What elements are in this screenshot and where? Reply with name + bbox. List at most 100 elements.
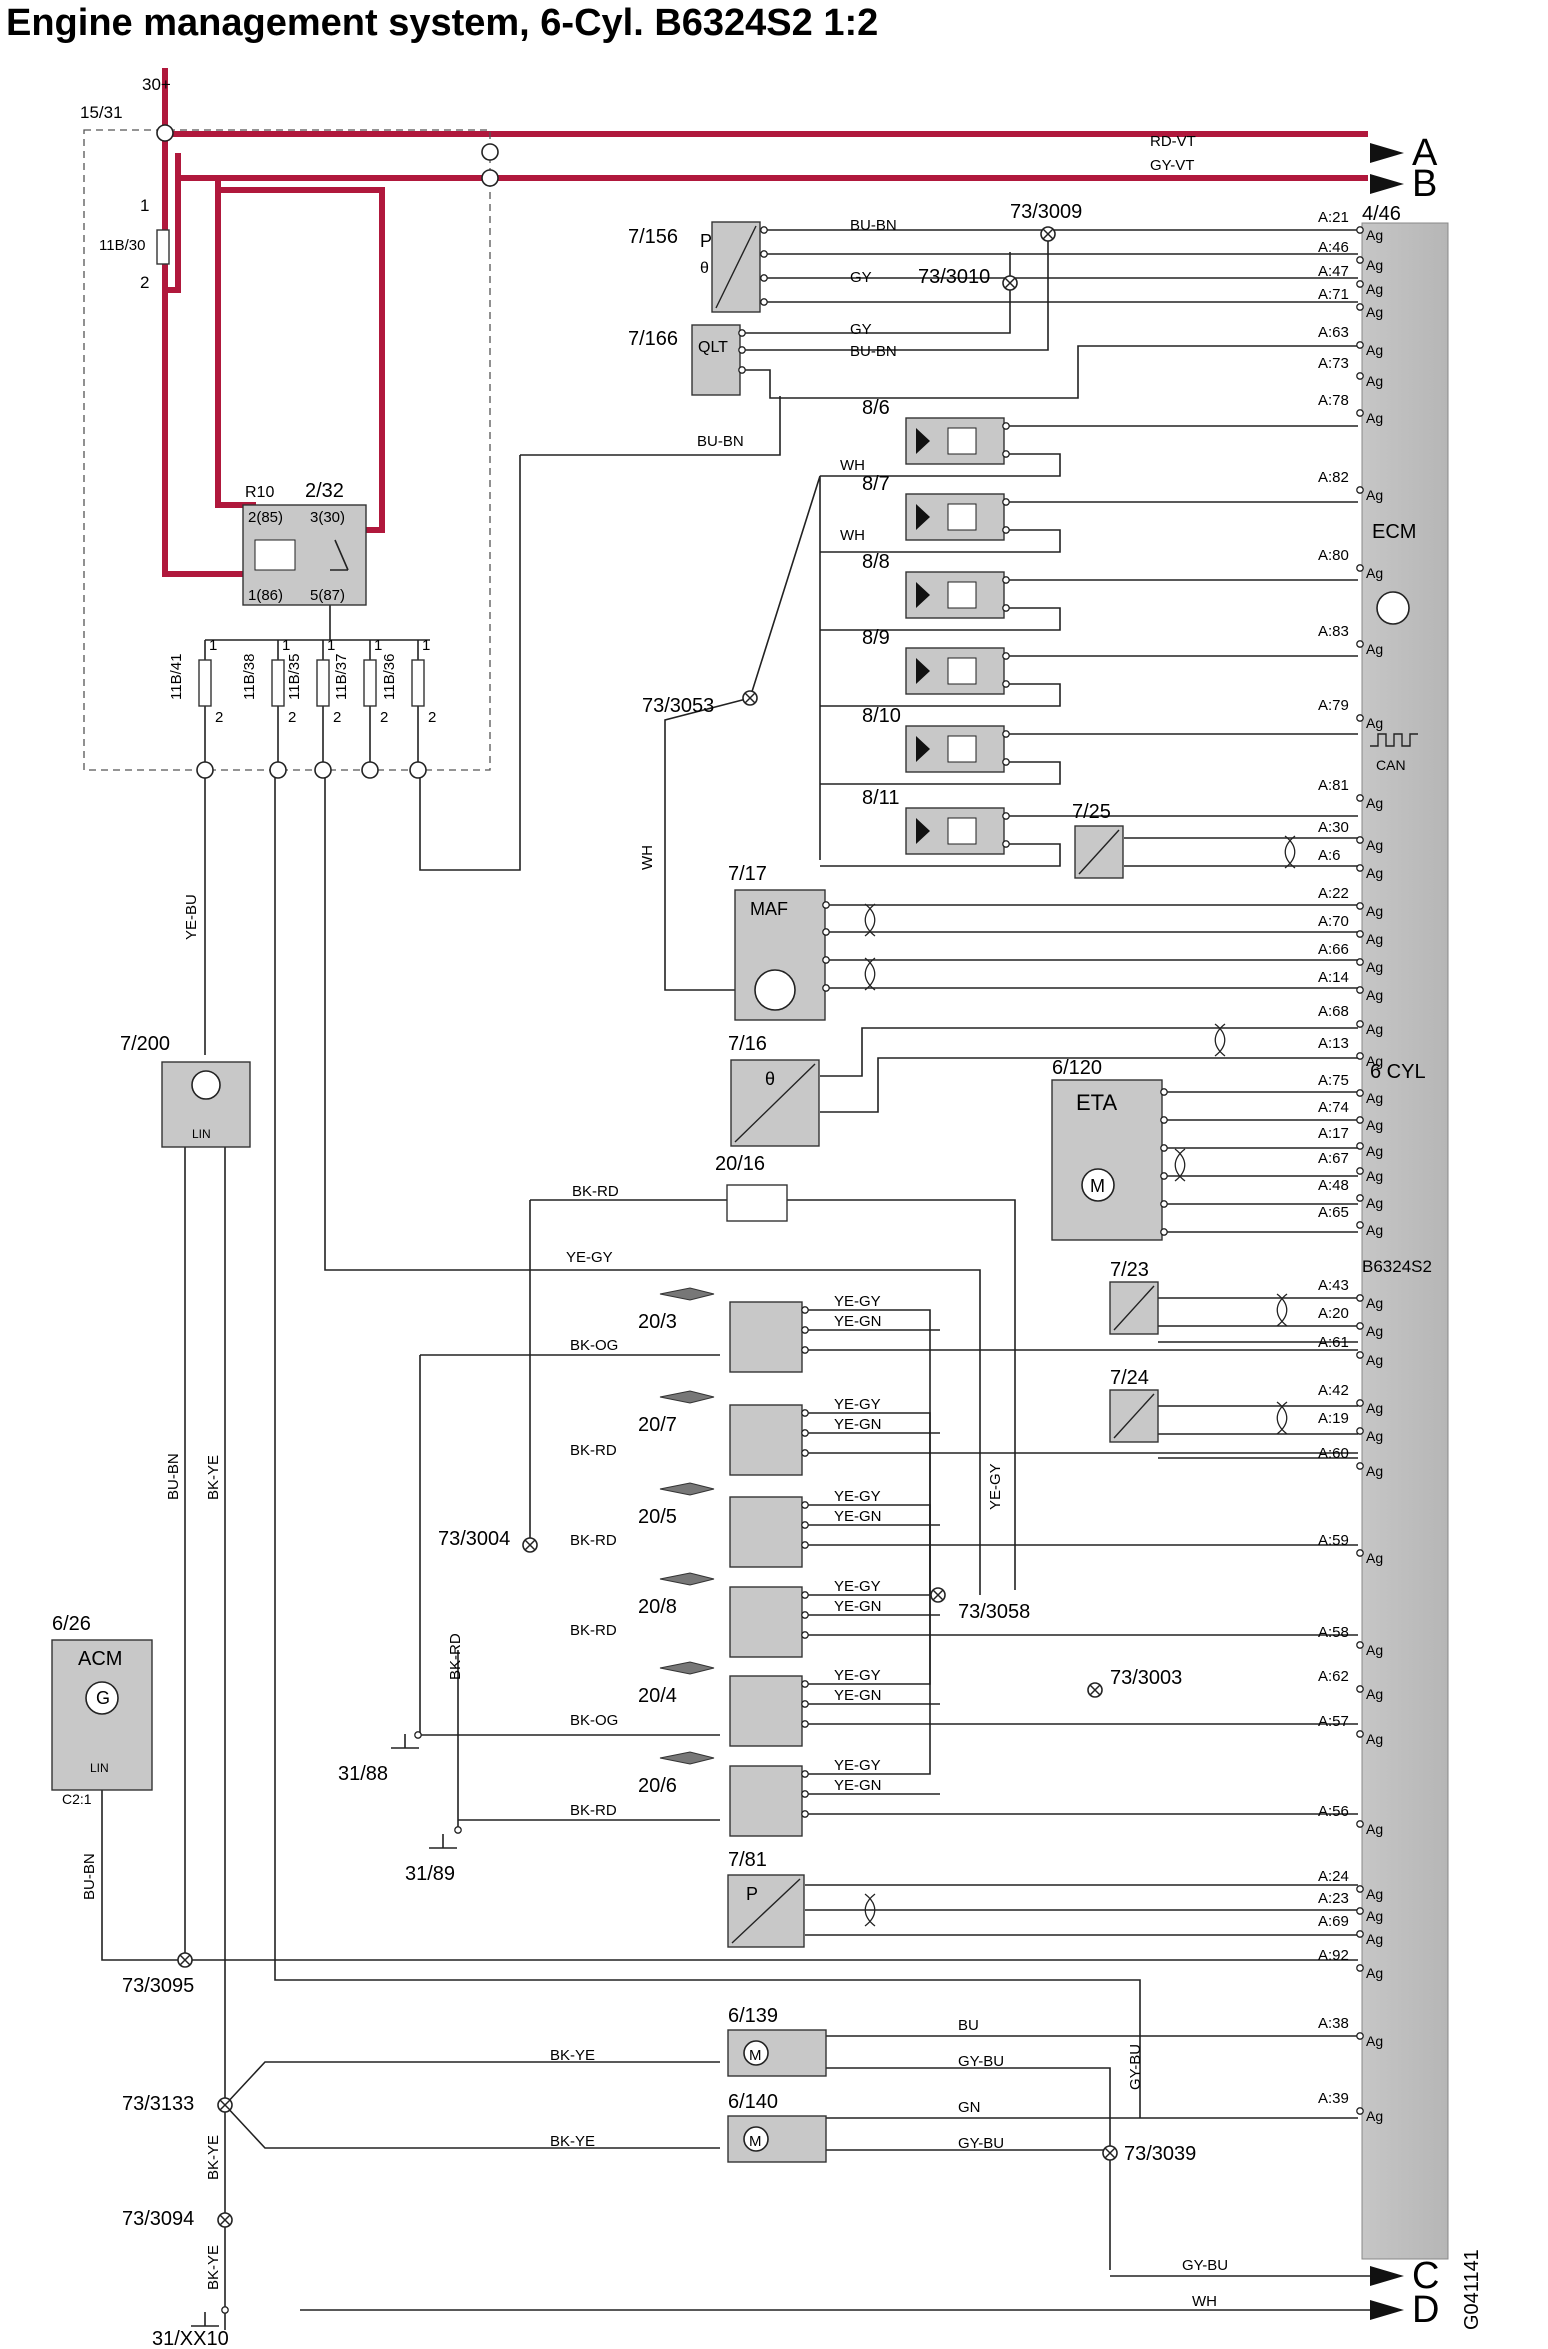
ecm-pin-terminal: [1356, 1116, 1364, 1124]
splice-3039-cross: [1104, 2147, 1116, 2159]
ecm-pin-label: A:75: [1318, 1072, 1349, 1089]
pin-terminal: [801, 1700, 809, 1708]
injector-valve-icon: [916, 658, 930, 684]
wire-7-166-1: [742, 252, 1011, 334]
ecm-ag-label: Ag: [1366, 1686, 1383, 1702]
ground-terminal: [454, 1826, 462, 1834]
ground-label: 31/XX10: [152, 2328, 229, 2349]
spark-plug-icon: [659, 1287, 715, 1301]
component-ref: 7/200: [120, 1033, 170, 1055]
fuse-terminal: [361, 761, 379, 779]
component-ref: 8/6: [862, 397, 890, 419]
wire-7-16-1: [820, 1027, 1358, 1077]
splice-3010-cross: [1004, 277, 1016, 289]
injector-supply-wire: [820, 683, 1061, 707]
ecm-pin-label: A:42: [1318, 1382, 1349, 1399]
ecm-pin-label: A:61: [1318, 1334, 1349, 1351]
component-ref: 8/9: [862, 627, 890, 649]
ecm-pin-label: A:60: [1318, 1445, 1349, 1462]
ecm-pin-terminal: [1356, 714, 1364, 722]
ecm-pin-terminal: [1356, 1221, 1364, 1229]
wire-7-166-3: [742, 345, 1358, 399]
splice-label: 73/3039: [1124, 2143, 1196, 2165]
ecm-ag-label: Ag: [1366, 1021, 1383, 1037]
sensor-diagonal: [731, 1878, 801, 1944]
ecm-pin-label: A:43: [1318, 1277, 1349, 1294]
fuse-icon: [316, 659, 330, 707]
ecm-pin-label: A:71: [1318, 286, 1349, 303]
wire-bu-bn-up: [520, 396, 781, 456]
ecm-ag-label: Ag: [1366, 1931, 1383, 1947]
ecm-pin-terminal: [1356, 1964, 1364, 1972]
ecm-pin-terminal: [1356, 836, 1364, 844]
ecm-pin-label: A:20: [1318, 1305, 1349, 1322]
fuse-label: 11B/37: [333, 654, 350, 700]
ecm-pin-terminal: [1356, 1820, 1364, 1828]
pin-terminal: [822, 928, 830, 936]
wire-6-139-3: [826, 2067, 1111, 2270]
ignition-coil-20-6: [729, 1765, 803, 1837]
wire-label: YE-GN: [834, 1313, 882, 1330]
wire-label: BK-RD: [572, 1183, 619, 1200]
pin-label: 2: [288, 709, 296, 726]
ecm-ag-label: Ag: [1366, 641, 1383, 657]
ecm-pin-terminal: [1356, 1294, 1364, 1302]
ecm-pin-label: A:56: [1318, 1803, 1349, 1820]
injector-coil-icon: [947, 581, 977, 609]
spark-plug-icon: [659, 1751, 715, 1765]
injector-valve-icon: [916, 428, 930, 454]
splice-3003-cross: [1089, 1684, 1101, 1696]
splice-label: 73/3053: [642, 695, 714, 717]
wire-label: BK-YE: [205, 2135, 222, 2180]
pin-label: 2: [428, 709, 436, 726]
ground-31-89-icon: [429, 1834, 457, 1849]
component-ref: 7/156: [628, 226, 678, 248]
power-30-main: [162, 68, 256, 577]
pin-terminal: [738, 366, 746, 374]
ecm-pin-label: A:78: [1318, 392, 1349, 409]
twisted-pair-icon: [1214, 1023, 1226, 1057]
ecm-ag-label: Ag: [1366, 903, 1383, 919]
ground-terminal: [221, 2306, 229, 2314]
motor-label: M: [749, 2133, 762, 2150]
injector-valve-icon: [916, 582, 930, 608]
ecm-pin-label: A:68: [1318, 1003, 1349, 1020]
ecm-ag-label: Ag: [1366, 1463, 1383, 1479]
component-ref: 8/7: [862, 473, 890, 495]
page-title: Engine management system, 6-Cyl. B6324S2…: [6, 2, 879, 44]
sensor-diagonal: [1113, 1393, 1155, 1439]
wire-label: BK-OG: [570, 1337, 618, 1354]
pin-terminal: [822, 901, 830, 909]
wire-bk-ye-139: [224, 2061, 720, 2106]
pin-terminal: [822, 984, 830, 992]
relay-pin: 3(30): [310, 509, 345, 526]
relay-id: R10: [245, 484, 274, 501]
injector-supply-wire: [820, 453, 1061, 477]
relay-pin: 1(86): [248, 587, 283, 604]
output-arrow-b: [1370, 174, 1404, 194]
injector-coil-icon: [947, 657, 977, 685]
ecm-pin-terminal: [1356, 640, 1364, 648]
ecm-ag-label: Ag: [1366, 837, 1383, 853]
ground-label: 31/88: [338, 1763, 388, 1785]
fuse-label: 11B/35: [286, 654, 303, 700]
wire-label: BU-BN: [850, 343, 897, 360]
wire-label: YE-GN: [834, 1416, 882, 1433]
ecm-ag-label: Ag: [1366, 1295, 1383, 1311]
ecm-pin-label: A:79: [1318, 697, 1349, 714]
fuse-label: 11B/38: [241, 654, 258, 700]
sensor-label: P: [746, 1884, 758, 1904]
sensor-label: P: [700, 231, 712, 251]
ecm-pin-terminal: [1356, 1194, 1364, 1202]
splice-3094-cross: [219, 2214, 231, 2226]
pin-terminal: [801, 1501, 809, 1509]
component-ref: 20/6: [638, 1775, 677, 1797]
ground-terminal: [414, 1731, 422, 1739]
splice-label: 73/3133: [122, 2093, 194, 2115]
wire-label: GY: [850, 269, 872, 286]
throttle-6-120: [1051, 1079, 1163, 1241]
sensor-diagonal: [1078, 829, 1120, 875]
wire-label: BU-BN: [81, 1853, 98, 1900]
coil-ye-gy: [805, 1309, 931, 1590]
ecm-pin-terminal: [1356, 1930, 1364, 1938]
